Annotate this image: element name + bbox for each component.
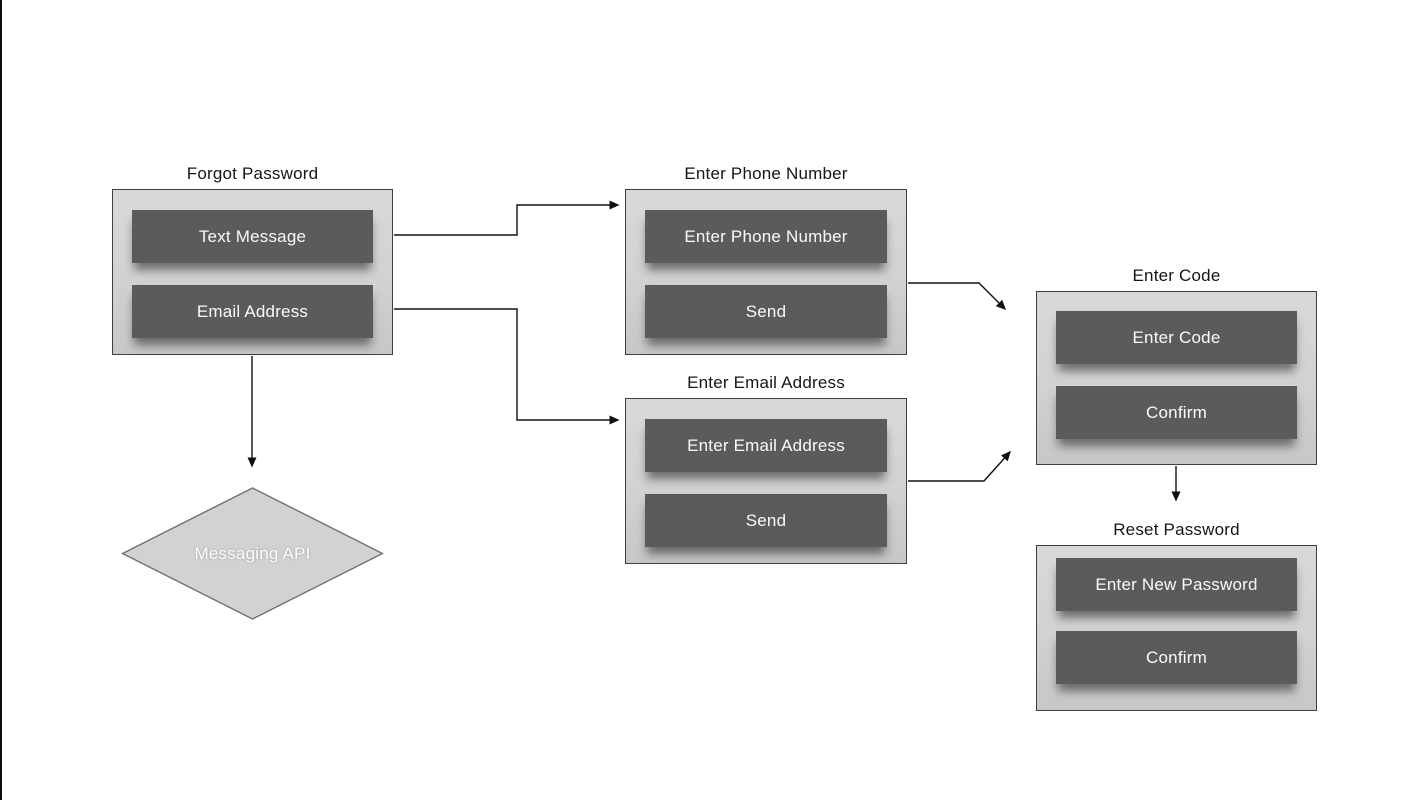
group-enter-email-address[interactable]: Enter Email Address Enter Email Address … [625, 373, 907, 564]
send-phone-button[interactable]: Send [645, 285, 887, 338]
enter-code-button[interactable]: Enter Code [1056, 311, 1297, 364]
confirm-reset-button[interactable]: Confirm [1056, 631, 1297, 684]
send-email-button[interactable]: Send [645, 494, 887, 547]
confirm-code-button[interactable]: Confirm [1056, 386, 1297, 439]
diamond-shape [120, 487, 385, 620]
left-edge-line [0, 0, 2, 800]
enter-email-address-button[interactable]: Enter Email Address [645, 419, 887, 472]
group-enter-phone-number[interactable]: Enter Phone Number Enter Phone Number Se… [625, 164, 907, 355]
group-forgot-password-title: Forgot Password [186, 164, 319, 183]
enter-new-password-button[interactable]: Enter New Password [1056, 558, 1297, 611]
text-message-button[interactable]: Text Message [132, 210, 373, 263]
group-reset-password-title: Reset Password [1113, 520, 1240, 539]
group-reset-password[interactable]: Reset Password Enter New Password Confir… [1036, 520, 1317, 711]
email-address-button[interactable]: Email Address [132, 285, 373, 338]
connector-emailaddress-to-email [394, 308, 620, 425]
group-enter-phone-number-title: Enter Phone Number [684, 164, 848, 183]
group-enter-email-address-title: Enter Email Address [687, 373, 845, 392]
group-forgot-password[interactable]: Forgot Password Text Message Email Addre… [112, 164, 393, 355]
group-enter-code[interactable]: Enter Code Enter Code Confirm [1036, 266, 1317, 465]
connector-email-to-code [908, 450, 1012, 482]
connector-textmessage-to-phone [394, 200, 620, 236]
messaging-api-node[interactable]: Messaging API [120, 487, 385, 620]
connector-phone-to-code [908, 282, 1007, 311]
enter-phone-number-button[interactable]: Enter Phone Number [645, 210, 887, 263]
group-enter-code-title: Enter Code [1132, 266, 1221, 285]
messaging-api-label: Messaging API [194, 543, 311, 563]
